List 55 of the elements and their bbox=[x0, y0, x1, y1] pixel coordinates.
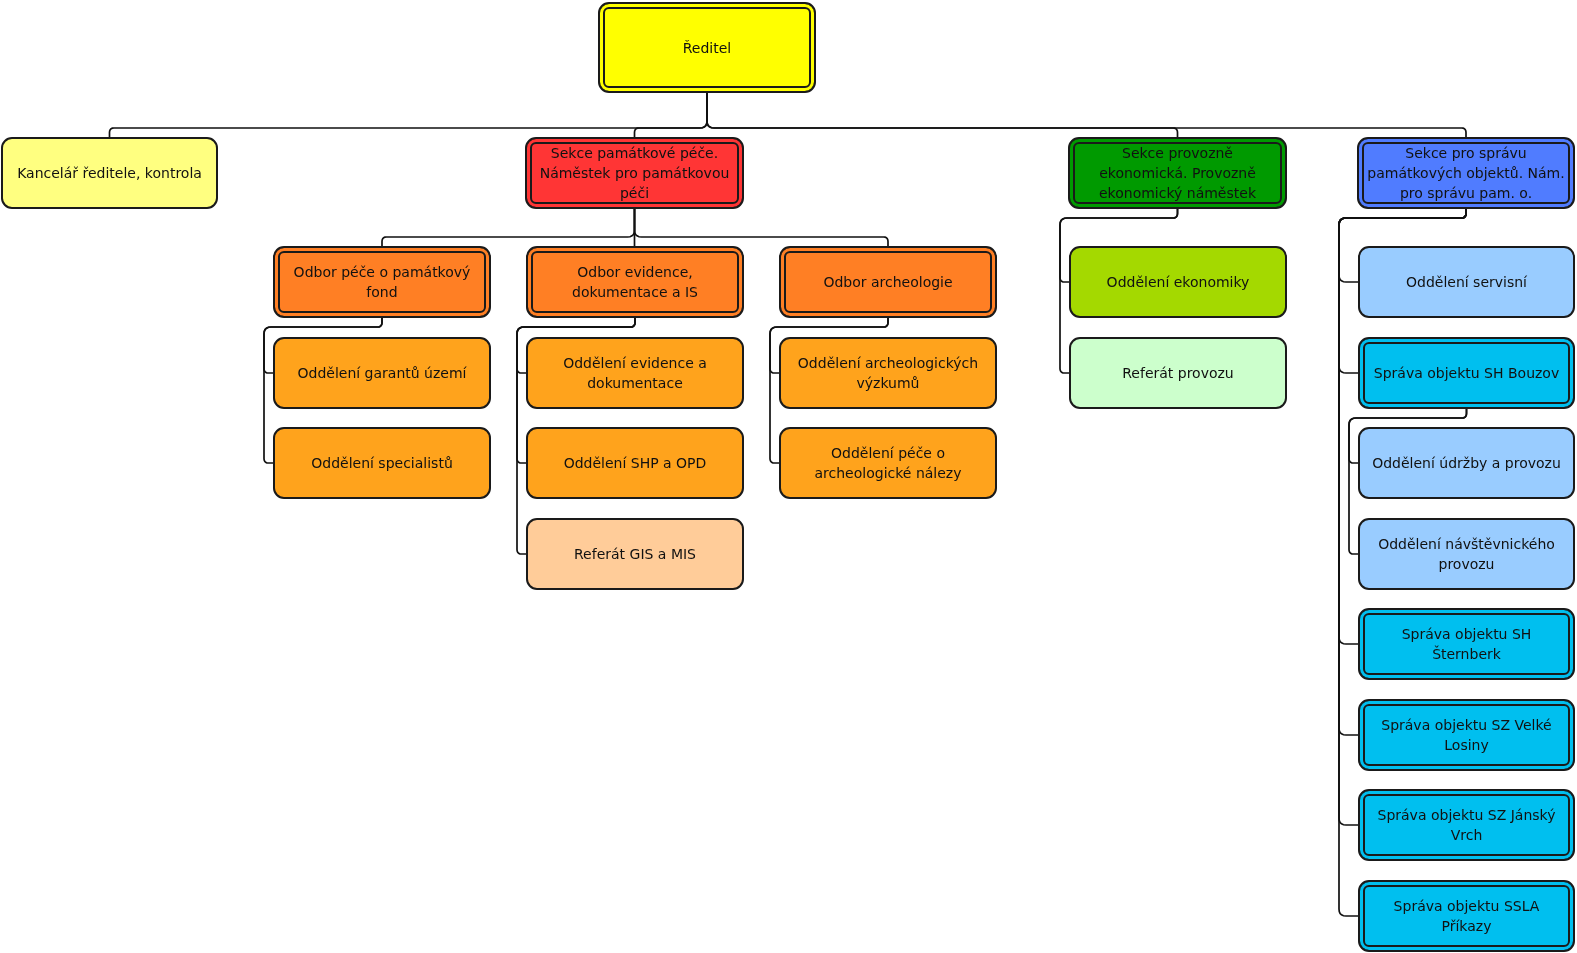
org-unit-box bbox=[273, 246, 491, 318]
unit-name: Oddělení údržby a provozu bbox=[1372, 454, 1561, 473]
unit-name: Sekce pro správu památkových objektů. Nám. pro správu pam. o. bbox=[1366, 144, 1566, 203]
connector-line bbox=[1059, 208, 1179, 374]
unit-name: Sekce památkové péče. Náměstek pro památkovou péči bbox=[538, 144, 731, 203]
unit-name: Oddělení specialistů bbox=[311, 454, 453, 473]
unit-name: Oddělení péče o archeologické nálezy bbox=[813, 444, 963, 483]
unit-name: Ředitel bbox=[682, 38, 732, 58]
org-unit-box bbox=[526, 427, 744, 499]
unit-name: Správa objektu SSLA Příkazy bbox=[1392, 897, 1541, 936]
connector-line bbox=[1348, 408, 1468, 555]
org-unit-box bbox=[598, 2, 816, 93]
connector-line bbox=[769, 317, 889, 464]
unit-name: Oddělení SHP a OPD bbox=[563, 454, 707, 473]
org-unit-box bbox=[779, 337, 997, 409]
unit-name: Oddělení garantů území bbox=[297, 364, 467, 383]
org-unit-box bbox=[779, 427, 997, 499]
unit-name: Správa objektu SH Bouzov bbox=[1373, 364, 1560, 383]
org-unit-box bbox=[526, 337, 744, 409]
org-unit-box bbox=[779, 246, 997, 318]
unit-name: Kancelář ředitele, kontrola bbox=[17, 164, 202, 183]
unit-name: Referát provozu bbox=[1122, 364, 1234, 383]
unit-name: Odbor archeologie bbox=[823, 273, 953, 292]
org-unit-box bbox=[526, 518, 744, 590]
org-unit-box bbox=[1357, 137, 1575, 209]
unit-name: Oddělení evidence a dokumentace bbox=[562, 354, 708, 393]
unit-name: Oddělení archeologických výzkumů bbox=[796, 354, 980, 393]
unit-name: Referát GIS a MIS bbox=[574, 545, 696, 564]
org-unit-box bbox=[1068, 137, 1287, 209]
unit-name: Odbor evidence, dokumentace a IS bbox=[571, 263, 699, 302]
org-unit-box bbox=[273, 337, 491, 409]
unit-name: Oddělení ekonomiky bbox=[1106, 273, 1250, 292]
org-unit-box bbox=[1, 137, 218, 209]
org-unit-box bbox=[1358, 699, 1575, 771]
unit-name: Odbor péče o památkový fond bbox=[292, 263, 472, 302]
unit-name: Oddělení návštěvnického provozu bbox=[1377, 535, 1556, 574]
connector-line bbox=[263, 317, 383, 464]
org-unit-box bbox=[1069, 337, 1287, 409]
unit-name: Oddělení servisní bbox=[1406, 273, 1527, 292]
org-unit-box bbox=[1358, 880, 1575, 952]
org-unit-box bbox=[1069, 246, 1287, 318]
org-unit-box bbox=[525, 137, 744, 209]
connector-line bbox=[633, 208, 889, 247]
org-unit-box bbox=[1358, 518, 1575, 590]
unit-name: Sekce provozně ekonomická. Provozně ekonomický náměstek bbox=[1098, 144, 1257, 203]
org-unit-box bbox=[1358, 337, 1575, 409]
org-unit-box bbox=[1358, 789, 1575, 861]
org-unit-box bbox=[526, 246, 744, 318]
unit-name: Správa objektu SZ Velké Losiny bbox=[1380, 716, 1553, 755]
unit-name: Správa objektu SZ Jánský Vrch bbox=[1376, 806, 1557, 845]
org-unit-box bbox=[1358, 246, 1575, 318]
org-unit-box bbox=[273, 427, 491, 499]
org-unit-box bbox=[1358, 608, 1575, 680]
unit-name: Správa objektu SH Šternberk bbox=[1400, 625, 1533, 664]
org-unit-box bbox=[1358, 427, 1575, 499]
